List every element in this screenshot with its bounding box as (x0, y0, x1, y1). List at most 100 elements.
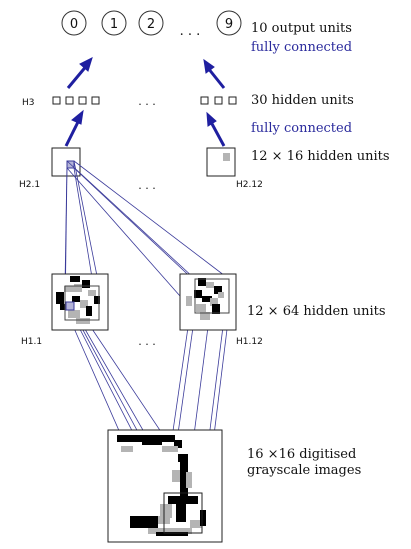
h1-1-pixel (88, 290, 96, 296)
h1-12-pixel (194, 290, 202, 298)
connection-line (66, 167, 196, 314)
h1-1-feature-pixels (56, 276, 100, 324)
h1-12-pixel (186, 296, 192, 306)
input-pixel (130, 516, 158, 528)
h1-1-pixel (72, 296, 80, 302)
input-pixel (150, 516, 170, 524)
output-unit-1-label: 1 (110, 17, 118, 32)
h1-1-pixel (60, 304, 66, 310)
input-pixel (168, 496, 198, 504)
input-pixel (117, 435, 175, 442)
h1-1-pixel (76, 318, 90, 324)
output-connection-label: fully connected (251, 40, 352, 55)
h3-unit (52, 96, 61, 105)
output-layer: 0 1 2 . . . 9 10 output units fully conn… (61, 10, 352, 55)
h1-1-pixel (82, 280, 90, 288)
h1-12-pixel (210, 298, 218, 306)
h3-layer: H3 . . . 30 hidden units fully connected (22, 93, 354, 136)
input-pixel (186, 472, 192, 488)
arrow-right-lower-head (206, 111, 217, 127)
output-unit-9 (216, 10, 242, 36)
output-unit-0-label: 0 (70, 17, 78, 32)
h1-12-pixel (202, 296, 212, 302)
h3-unit (214, 96, 223, 105)
h3-unit (228, 96, 237, 105)
input-pixel (190, 520, 202, 528)
input-pixel (142, 440, 162, 445)
input-pixel (174, 440, 182, 448)
h1-12-feature-pixels (186, 278, 224, 320)
h1-1-pixel (68, 310, 80, 318)
input-pixel (176, 504, 186, 522)
h1-1-pixel (80, 300, 88, 308)
h1-12-pixel (212, 304, 220, 314)
h1-label: 12 × 64 hidden units (247, 304, 386, 319)
input-pixel (178, 454, 188, 462)
arrow-right-upper (206, 67, 226, 89)
h1-1-pixel (64, 286, 74, 292)
arrow-right-lower (209, 121, 226, 147)
connection-line (66, 160, 196, 280)
arrows-h2-to-h3 (64, 109, 226, 147)
connection-line (73, 160, 100, 287)
arrow-left-upper-head (79, 57, 93, 72)
h1-layer: H1.1 . . . H1.12 12 × 64 hidden units (21, 273, 386, 348)
input-layer: 16 ×16 digitised grayscale images (107, 429, 361, 543)
h3-unit (91, 96, 100, 105)
output-unit-1 (101, 10, 127, 36)
h1-12-pixel (214, 286, 222, 294)
h1-12-receptive-field (194, 278, 230, 314)
input-pixel (148, 528, 192, 534)
arrow-right-upper-head (203, 58, 215, 74)
h3-unit (78, 96, 87, 105)
h2-label: 12 × 16 hidden units (251, 149, 390, 164)
h1-1-pixel (86, 306, 92, 316)
output-layer-label: 10 output units (251, 21, 352, 36)
output-unit-0 (61, 10, 87, 36)
input-pixel (160, 504, 172, 518)
h1-12-pixel (200, 312, 210, 320)
h3-label: 30 hidden units (251, 93, 354, 108)
h3-ellipsis: . . . (138, 95, 155, 108)
input-pixel (200, 510, 206, 526)
h1-12-pixel (206, 282, 214, 288)
h1-first-name: H1.1 (21, 337, 42, 347)
h3-unit (200, 96, 209, 105)
h1-ellipsis: . . . (138, 335, 155, 348)
arrows-h3-to-output (66, 57, 226, 89)
h1-12-pixel (196, 304, 206, 312)
input-pixel (180, 462, 188, 496)
h2-ellipsis: . . . (138, 179, 155, 192)
h2-last-name: H2.12 (236, 180, 263, 190)
h1-1-pixel (70, 276, 80, 282)
h1-12-pixel (218, 292, 224, 298)
input-pixel (121, 446, 133, 452)
connection-line (73, 160, 230, 280)
input-label-line1: 16 ×16 digitised (247, 447, 356, 462)
h1-12-pixel (198, 278, 206, 286)
h2-first-name: H2.1 (19, 180, 40, 190)
h1-1-unit (65, 301, 75, 311)
h3-unit (65, 96, 74, 105)
input-pixel (156, 532, 188, 536)
h3-name: H3 (22, 98, 35, 108)
h1-last-name: H1.12 (236, 337, 263, 347)
h2-12-map (206, 147, 236, 177)
input-pixel (172, 470, 180, 482)
input-pixel (162, 446, 178, 452)
h2-12-unit (223, 153, 230, 161)
input-receptive-field (163, 492, 203, 534)
input-label-line2: grayscale images (247, 463, 361, 478)
output-unit-2 (138, 10, 164, 36)
output-ellipsis: . . . (180, 24, 201, 39)
h1-1-pixel (56, 292, 64, 304)
input-image-pixels (117, 435, 206, 536)
h1-1-pixel (74, 284, 82, 292)
arrow-left-lower-head (71, 109, 84, 125)
h1-1-receptive-field (64, 285, 100, 321)
output-unit-2-label: 2 (147, 17, 155, 32)
h3-connection-label: fully connected (251, 121, 352, 136)
arrow-left-lower (64, 119, 81, 147)
